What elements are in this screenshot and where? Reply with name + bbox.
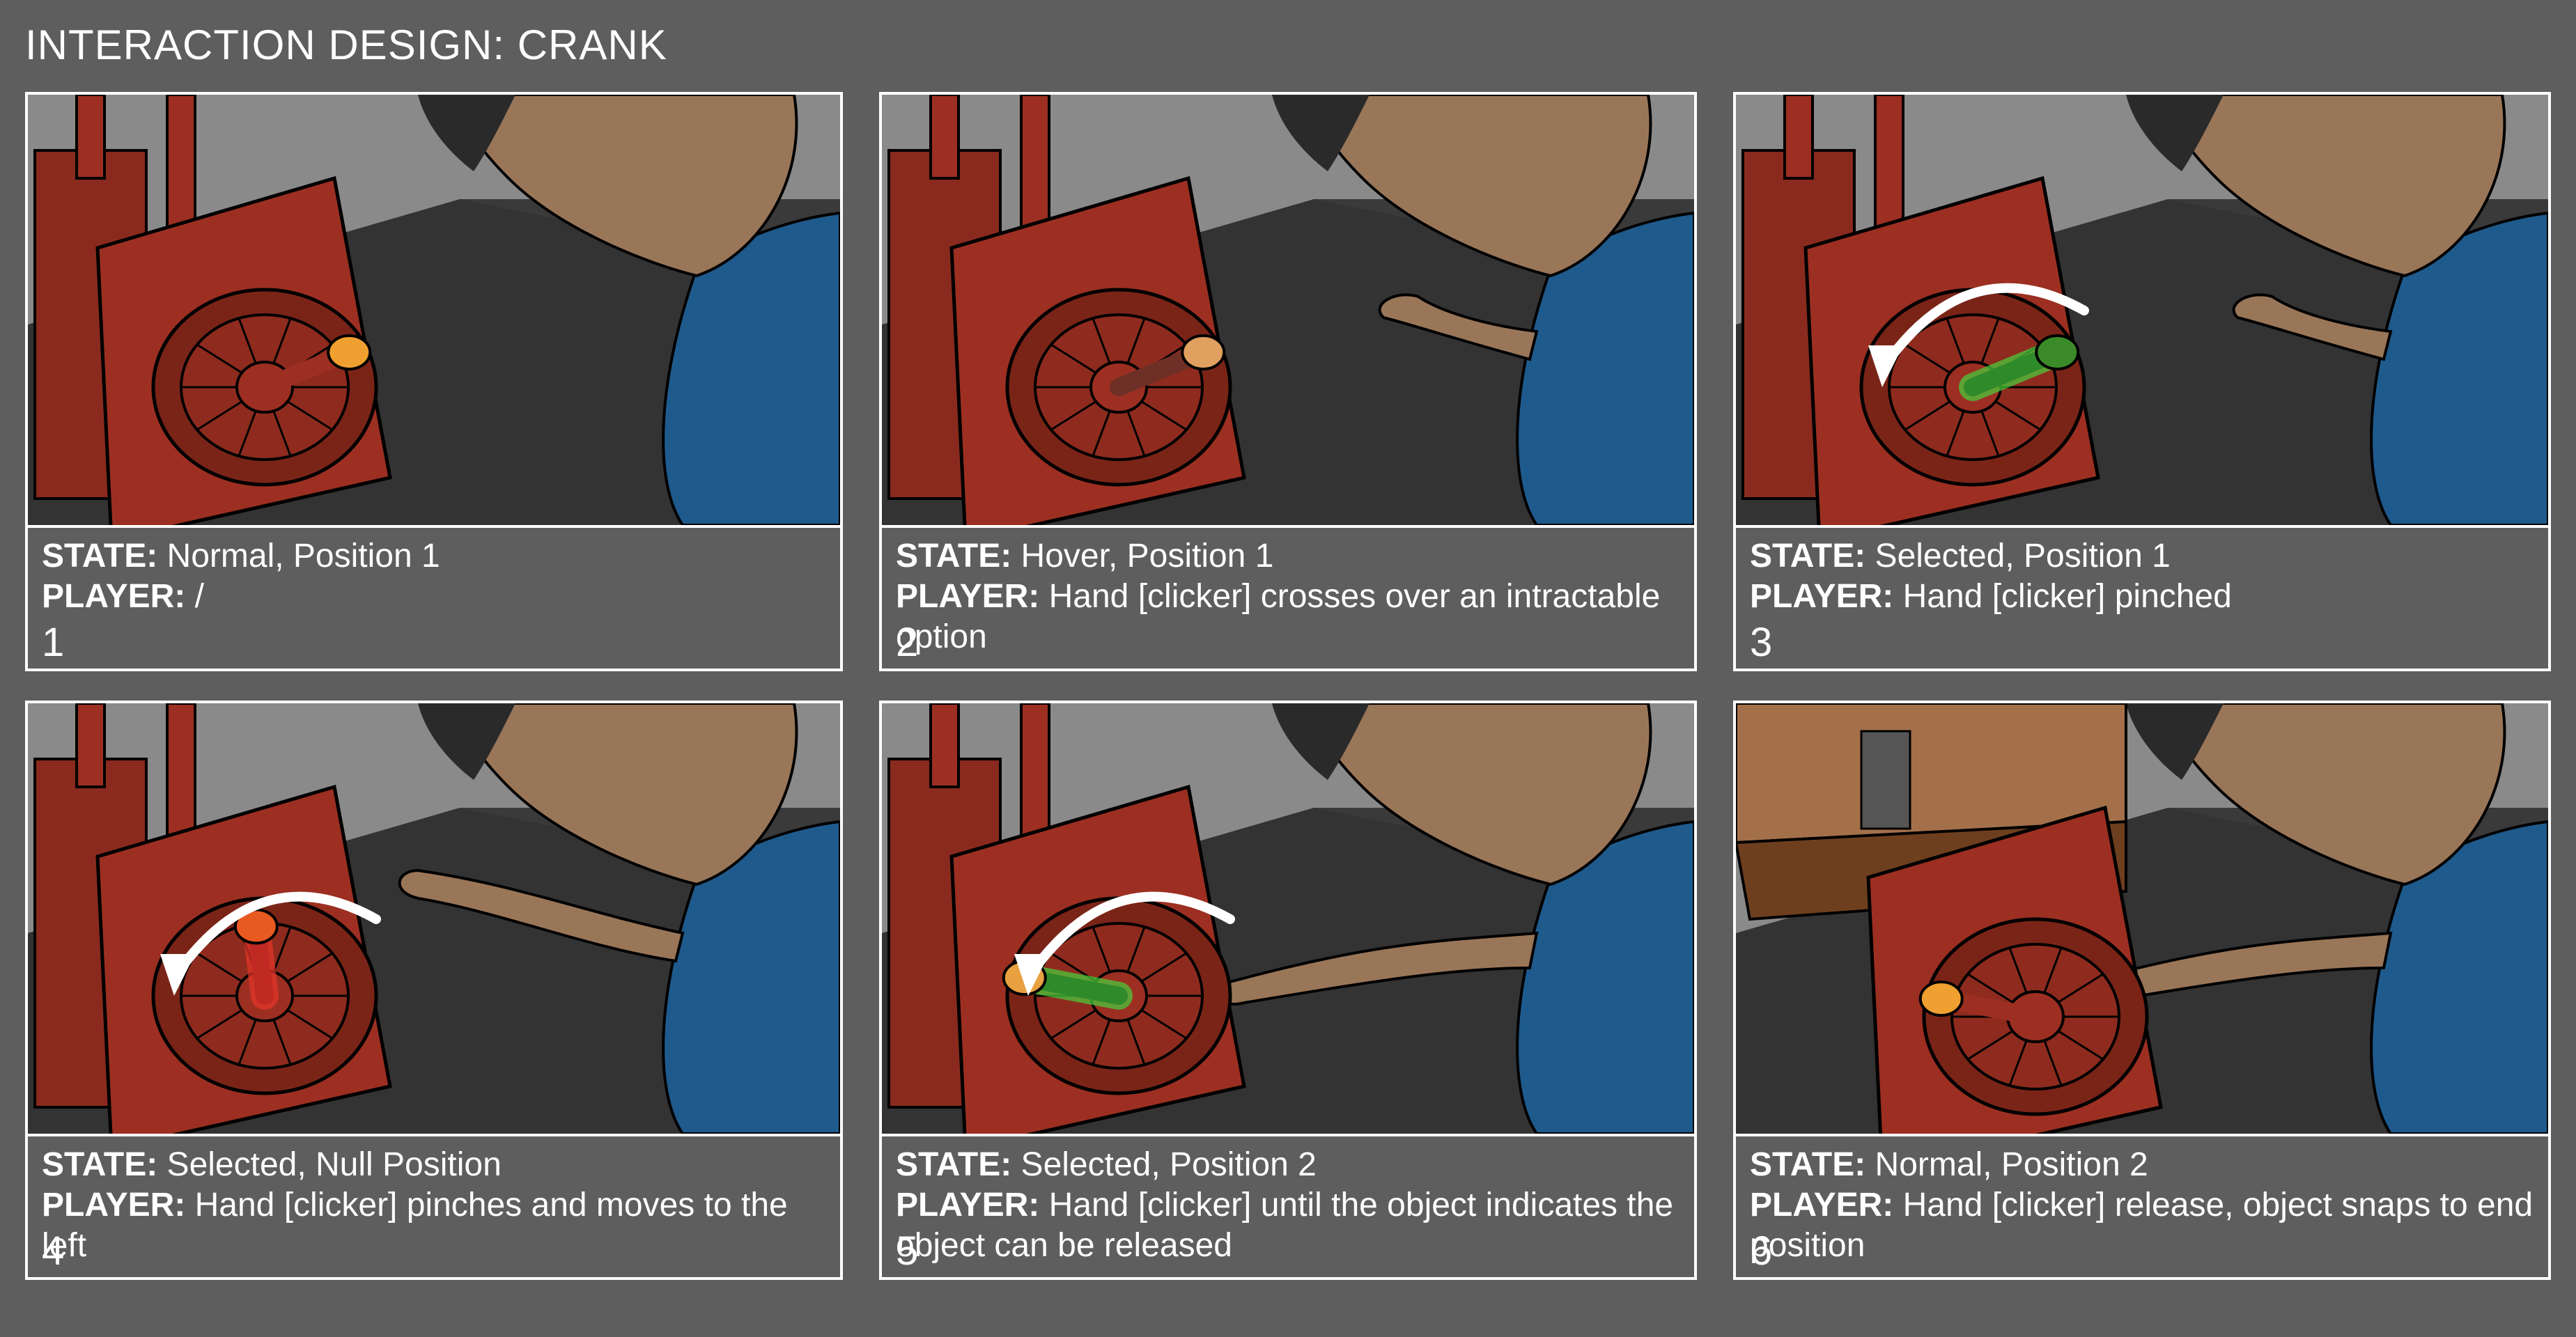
panel-illustration <box>28 703 840 1134</box>
player-value: / <box>194 578 204 615</box>
state-value: Selected, Null Position <box>166 1146 502 1183</box>
panel-divider <box>1736 1134 2548 1136</box>
panel-divider <box>28 1134 840 1136</box>
panel-illustration <box>882 703 1694 1134</box>
state-line: STATE: Selected, Position 1 <box>1750 536 2537 577</box>
crank-scene-drawing <box>28 703 840 1134</box>
storyboard-panel-2: 2 STATE: Hover, Position 1 PLAYER: Hand … <box>879 92 1697 671</box>
storyboard-panel-1: 1 STATE: Normal, Position 1 PLAYER: / <box>25 92 843 671</box>
state-value: Hover, Position 1 <box>1021 538 1274 574</box>
state-value: Normal, Position 2 <box>1875 1146 2148 1183</box>
panel-illustration <box>1736 703 2548 1134</box>
state-value: Selected, Position 1 <box>1875 538 2171 574</box>
panel-illustration <box>882 95 1694 525</box>
crank-scene-drawing <box>882 95 1694 525</box>
player-line: PLAYER: Hand [clicker] crosses over an i… <box>896 577 1683 657</box>
panel-caption: STATE: Selected, Position 2 PLAYER: Hand… <box>896 1145 1683 1266</box>
player-line: PLAYER: Hand [clicker] release, object s… <box>1750 1185 2537 1266</box>
player-label: PLAYER: <box>1750 1187 1894 1223</box>
panel-number: 4 <box>42 1228 65 1274</box>
state-line: STATE: Hover, Position 1 <box>896 536 1683 577</box>
state-label: STATE: <box>896 538 1012 574</box>
player-value: Hand [clicker] release, object snaps to … <box>1750 1187 2534 1264</box>
player-label: PLAYER: <box>42 1187 186 1223</box>
state-line: STATE: Selected, Position 2 <box>896 1145 1683 1185</box>
panel-number: 1 <box>42 620 65 665</box>
state-line: STATE: Normal, Position 1 <box>42 536 829 577</box>
panel-illustration <box>28 95 840 525</box>
player-line: PLAYER: Hand [clicker] until the object … <box>896 1185 1683 1266</box>
state-value: Normal, Position 1 <box>166 538 440 574</box>
panel-number: 3 <box>1750 620 1773 665</box>
page-title: INTERACTION DESIGN: CRANK <box>25 22 667 68</box>
player-value: Hand [clicker] pinches and moves to the … <box>42 1187 788 1264</box>
panel-number: 2 <box>896 620 919 665</box>
panel-caption: STATE: Selected, Null Position PLAYER: H… <box>42 1145 829 1266</box>
crank-scene-drawing <box>28 95 840 525</box>
crank-scene-drawing <box>1736 95 2548 525</box>
storyboard-panel-4: 4 STATE: Selected, Null Position PLAYER:… <box>25 701 843 1280</box>
storyboard-panel-6: 6 STATE: Normal, Position 2 PLAYER: Hand… <box>1733 701 2551 1280</box>
player-label: PLAYER: <box>896 1187 1040 1223</box>
state-label: STATE: <box>42 538 158 574</box>
panel-caption: STATE: Normal, Position 2 PLAYER: Hand [… <box>1750 1145 2537 1266</box>
player-line: PLAYER: / <box>42 577 829 617</box>
storyboard-panel-3: 3 STATE: Selected, Position 1 PLAYER: Ha… <box>1733 92 2551 671</box>
player-line: PLAYER: Hand [clicker] pinched <box>1750 577 2537 617</box>
player-value: Hand [clicker] pinched <box>1902 578 2232 615</box>
player-label: PLAYER: <box>896 578 1040 615</box>
crank-scene-drawing <box>882 703 1694 1134</box>
state-line: STATE: Selected, Null Position <box>42 1145 829 1185</box>
crank-scene-drawing <box>1736 703 2548 1134</box>
state-line: STATE: Normal, Position 2 <box>1750 1145 2537 1185</box>
player-label: PLAYER: <box>42 578 186 615</box>
player-value: Hand [clicker] crosses over an intractab… <box>896 578 1661 655</box>
panel-number: 5 <box>896 1228 919 1274</box>
state-label: STATE: <box>42 1146 158 1183</box>
panel-caption: STATE: Hover, Position 1 PLAYER: Hand [c… <box>896 536 1683 657</box>
storyboard-panel-5: 5 STATE: Selected, Position 2 PLAYER: Ha… <box>879 701 1697 1280</box>
panel-divider <box>882 1134 1694 1136</box>
player-line: PLAYER: Hand [clicker] pinches and moves… <box>42 1185 829 1266</box>
panel-divider <box>28 525 840 528</box>
player-label: PLAYER: <box>1750 578 1894 615</box>
panel-number: 6 <box>1750 1228 1773 1274</box>
panel-caption: STATE: Selected, Position 1 PLAYER: Hand… <box>1750 536 2537 617</box>
panel-caption: STATE: Normal, Position 1 PLAYER: / <box>42 536 829 617</box>
state-label: STATE: <box>1750 538 1866 574</box>
state-label: STATE: <box>896 1146 1012 1183</box>
player-value: Hand [clicker] until the object indicate… <box>896 1187 1674 1264</box>
panel-divider <box>882 525 1694 528</box>
state-value: Selected, Position 2 <box>1021 1146 1317 1183</box>
state-label: STATE: <box>1750 1146 1866 1183</box>
panel-divider <box>1736 525 2548 528</box>
panel-illustration <box>1736 95 2548 525</box>
